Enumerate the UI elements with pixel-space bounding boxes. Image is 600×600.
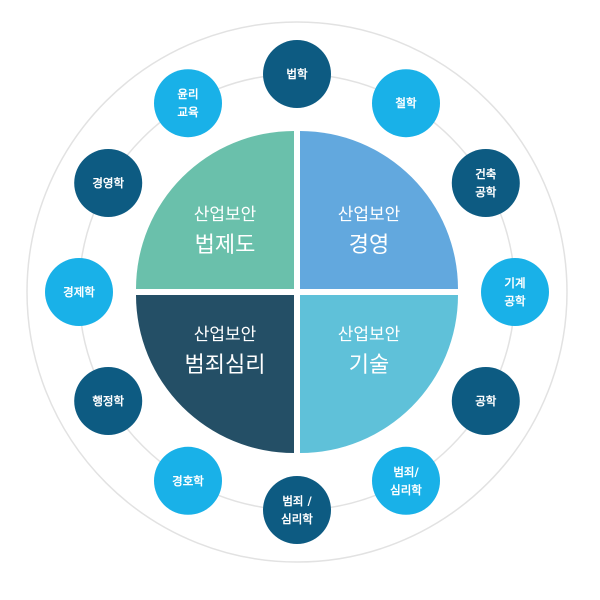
ring-node-label: 경호학 xyxy=(172,474,204,488)
ring-node-label: 범죄/ xyxy=(393,465,419,479)
quadrant-psychology-title: 범죄심리 xyxy=(185,353,266,378)
ring-node-circle xyxy=(372,69,440,138)
ring-node-label: 심리학 xyxy=(390,483,422,497)
quadrant-technology-subtitle: 산업보안 xyxy=(338,325,401,345)
quadrant-technology-shape xyxy=(300,295,458,453)
ring-node-label: 행정학 xyxy=(92,394,124,408)
ring-node-circle xyxy=(74,149,143,217)
ring-node-circle xyxy=(451,149,520,217)
ring-node-label: 윤리 xyxy=(177,87,198,101)
ring-node: 법학 xyxy=(263,40,331,108)
ring-node-label: 공학 xyxy=(475,394,497,408)
ring-node-label: 범죄 / xyxy=(282,494,312,508)
ring-node-circle xyxy=(154,69,222,138)
ring-node-label: 공학 xyxy=(504,294,526,308)
quadrant-psychology-shape xyxy=(136,295,294,453)
quadrant-management-title: 경영 xyxy=(349,233,389,258)
ring-node-label: 기계 xyxy=(504,276,525,290)
ring-node-label: 공학 xyxy=(475,185,497,199)
ring-node-label: 경영학 xyxy=(92,176,124,190)
ring-node-circle xyxy=(74,367,143,435)
ring-node: 경호학 xyxy=(154,446,222,515)
quadrant-technology-title: 기술 xyxy=(349,353,389,378)
ring-node: 공학 xyxy=(451,367,520,435)
quadrant-law-subtitle: 산업보안 xyxy=(194,205,257,225)
ring-node: 철학 xyxy=(372,69,440,138)
quadrant-management-shape xyxy=(300,131,458,289)
ring-node: 범죄 / 심리학 xyxy=(263,476,331,544)
ring-node-circle xyxy=(263,40,331,108)
ring-node-circle xyxy=(451,367,520,435)
quadrant-law-shape xyxy=(136,131,294,289)
ring-node-label: 심리학 xyxy=(281,512,313,526)
ring-node: 행정학 xyxy=(74,367,143,435)
ring-node: 범죄/심리학 xyxy=(372,446,440,515)
ring-node-circle xyxy=(263,476,331,544)
ring-node-label: 법학 xyxy=(286,67,308,81)
ring-node-label: 교육 xyxy=(177,105,199,119)
ring-node-label: 경제학 xyxy=(63,285,95,299)
ring-node: 경영학 xyxy=(74,149,143,217)
ring-node-label: 건축 xyxy=(475,167,497,181)
ring-node-label: 철학 xyxy=(395,96,417,110)
quadrant-law-title: 법제도 xyxy=(195,233,256,258)
quadrant-management-subtitle: 산업보안 xyxy=(338,205,401,225)
outer-ring xyxy=(26,21,568,563)
ring-node-circle xyxy=(154,446,222,515)
ring-node-circle xyxy=(45,258,113,326)
quadrant-psychology-subtitle: 산업보안 xyxy=(194,325,257,345)
inner-ring xyxy=(78,73,516,511)
ring-node: 경제학 xyxy=(45,258,113,326)
ring-node-circle xyxy=(481,258,549,326)
ring-node-circle xyxy=(372,446,440,515)
